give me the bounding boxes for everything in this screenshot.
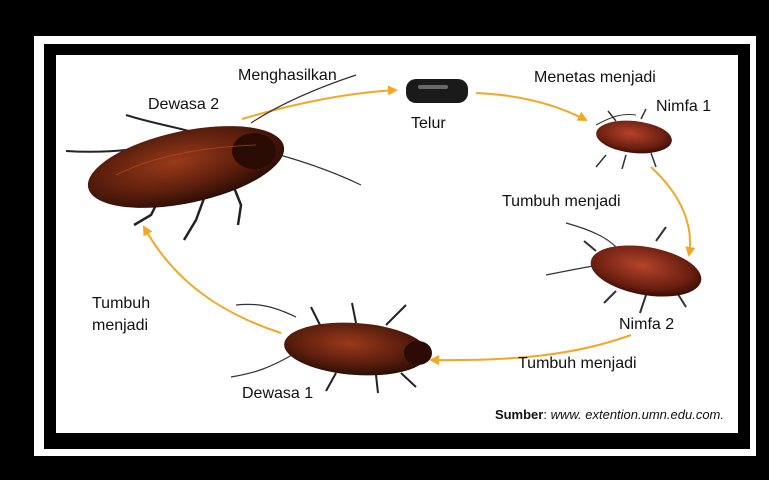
source-label: Sumber [495,407,543,422]
source-credit: Sumber: www. extention.umn.edu.com. [495,407,724,422]
transition-label-grows-1: Tumbuh menjadi [502,193,621,211]
arrow-egg-to-nymph1 [476,93,586,120]
source-url: www. extention.umn.edu.com. [551,407,724,422]
transition-label-grows-2: Tumbuh menjadi [518,355,637,373]
stage-label-nymph1: Nimfa 1 [656,98,711,116]
stage-label-adult2: Dewasa 2 [148,96,219,114]
transition-label-produces: Menghasilkan [238,67,337,85]
arrow-nymph1-to-nymph2 [651,167,690,255]
stage-label-adult1: Dewasa 1 [242,385,313,403]
transition-label-grows-3-line2: menjadi [92,317,148,335]
egg-icon [406,79,468,103]
transition-label-hatches: Menetas menjadi [534,69,656,87]
stage-label-nymph2: Nimfa 2 [619,316,674,334]
arrow-adult1-to-adult2 [144,227,281,333]
life-cycle-diagram: Menghasilkan Dewasa 2 Telur Menetas menj… [56,55,738,433]
nymph2-cockroach-icon [546,223,705,313]
stage-label-egg: Telur [411,115,446,133]
adult1-cockroach-icon [231,303,432,393]
nymph1-cockroach-icon [595,109,674,169]
transition-label-grows-3-line1: Tumbuh [92,295,150,313]
